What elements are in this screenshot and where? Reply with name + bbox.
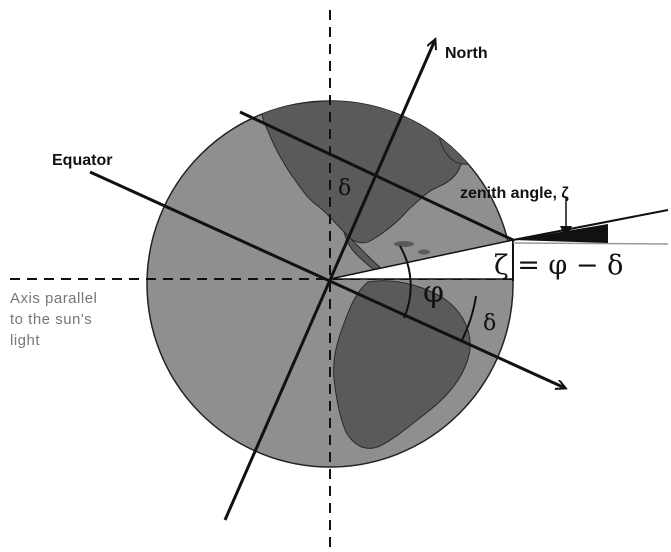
north-label: North — [445, 45, 488, 62]
axis-label-line1: Axis parallel — [10, 290, 97, 307]
delta-lower-arc — [461, 295, 477, 341]
delta-upper-label: δ — [338, 176, 351, 201]
delta-lower-label: δ — [483, 311, 496, 336]
caribbean-island — [418, 249, 430, 255]
south-america — [333, 280, 471, 449]
axis-label-line2: to the sun's — [10, 311, 92, 328]
zenith-label: zenith angle, ζ — [460, 185, 569, 202]
sun-ray-lower — [512, 242, 669, 245]
sun-ray-upper — [512, 209, 669, 241]
phi-arc — [399, 245, 412, 319]
axis-label-line3: light — [10, 332, 40, 349]
zenith-pointer-head — [560, 226, 572, 238]
phi-label: φ — [423, 275, 444, 310]
equator-label: Equator — [52, 152, 112, 169]
formula-label: ζ = φ − δ — [494, 250, 623, 281]
latitude-line — [239, 110, 514, 242]
zenith-wedge-dark — [513, 224, 608, 243]
caribbean-island — [394, 241, 414, 247]
equator-line — [89, 170, 565, 388]
